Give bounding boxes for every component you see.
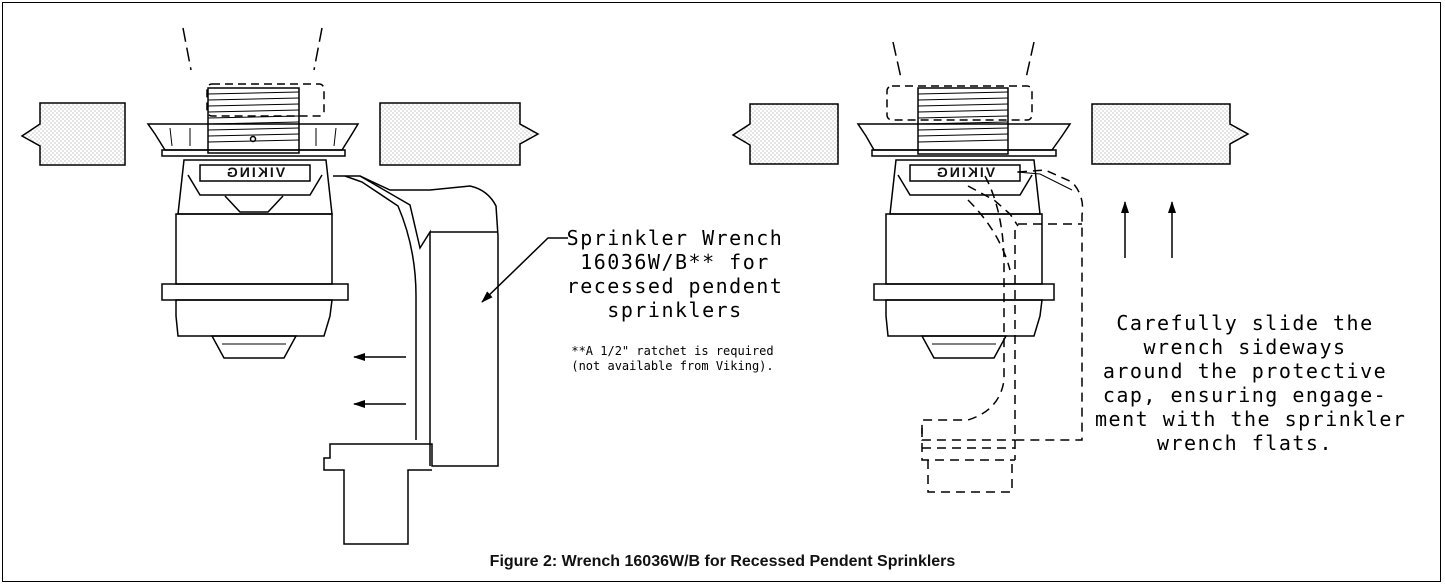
thread-lines [207, 91, 300, 143]
sprinkler-wrench-right-dashed [921, 169, 1084, 493]
ratchet-footnote: **A 1/2" ratchet is required (not availa… [571, 344, 774, 373]
wrench-label-leader [481, 237, 568, 303]
pipe-line-left [182, 27, 192, 71]
ceiling-left-b [379, 102, 540, 166]
left-view [20, 27, 540, 545]
right-view [731, 41, 1250, 493]
left-arrows [353, 353, 406, 408]
threaded-nipple [207, 87, 300, 154]
wrench-label: Sprinkler Wrench 16036W/B** for recessed… [566, 226, 784, 322]
fitting-outline [206, 83, 325, 117]
slide-instruction: Carefully slide the wrench sideways arou… [1095, 311, 1407, 455]
up-arrows [1121, 201, 1176, 258]
viking-marking-left: VIKING [224, 164, 286, 180]
ceiling-left-a [20, 102, 126, 166]
sprinkler-wrench-left [323, 175, 499, 545]
protective-cap [175, 213, 333, 285]
pipe-line-right [313, 27, 323, 71]
figure-caption: Figure 2: Wrench 16036W/B for Recessed P… [489, 553, 956, 570]
ceiling-right-a [731, 103, 839, 165]
ceiling-right-b [1091, 103, 1250, 165]
viking-marking-right: VIKING [934, 164, 996, 180]
